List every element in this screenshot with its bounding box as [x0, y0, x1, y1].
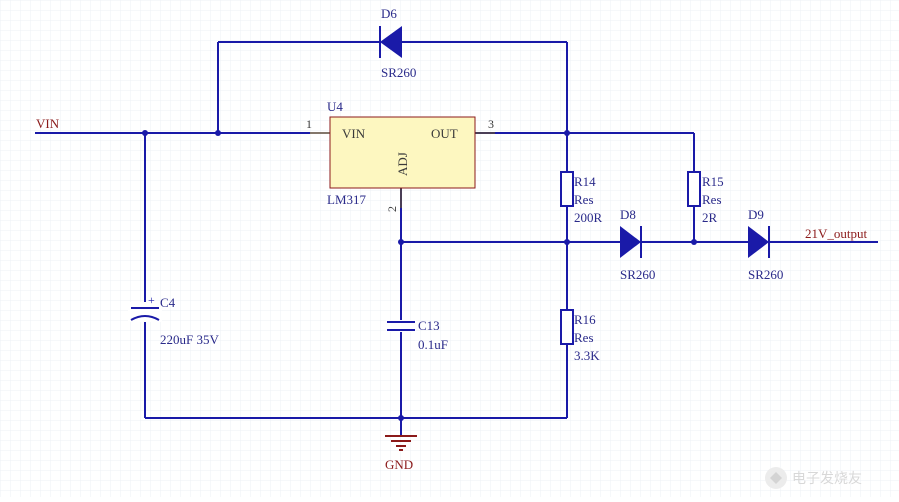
c13-capacitor[interactable]: C13 0.1uF — [386, 318, 448, 352]
c13-value: 0.1uF — [418, 337, 448, 352]
d9-part: SR260 — [748, 267, 783, 282]
junction-dot — [215, 130, 221, 136]
r15-body — [687, 171, 701, 207]
r16-resistor[interactable]: R16 Res 3.3K — [560, 309, 600, 363]
junction-dot — [691, 239, 697, 245]
junction-dot — [398, 415, 404, 421]
r16-body — [560, 309, 574, 345]
c4-capacitor[interactable]: + C4 220uF 35V — [128, 293, 219, 347]
watermark: 电子发烧友 — [765, 467, 862, 489]
u4-ref: U4 — [327, 99, 343, 114]
d9-ref: D9 — [748, 207, 764, 222]
r14-type: Res — [574, 192, 594, 207]
r15-type: Res — [702, 192, 722, 207]
junction-dot — [564, 239, 570, 245]
u4-vin-label: VIN — [342, 126, 366, 141]
d8-part: SR260 — [620, 267, 655, 282]
u4-part: LM317 — [327, 192, 367, 207]
junction-dot — [398, 239, 404, 245]
c4-ref: C4 — [160, 295, 176, 310]
d8-ref: D8 — [620, 207, 636, 222]
r15-value: 2R — [702, 210, 718, 225]
r14-resistor[interactable]: R14 Res 200R — [560, 171, 603, 225]
r14-value: 200R — [574, 210, 603, 225]
r14-ref: R14 — [574, 174, 596, 189]
d6-part: SR260 — [381, 65, 416, 80]
gnd-symbol[interactable]: GND — [385, 435, 417, 472]
watermark-logo-mark — [770, 472, 782, 484]
u4-body — [329, 116, 476, 189]
u4-pin3-number: 3 — [488, 117, 494, 131]
u4-out-label: OUT — [431, 126, 458, 141]
c4-plate-negative — [130, 315, 160, 321]
d6-triangle — [380, 26, 402, 58]
d8-diode[interactable]: D8 SR260 — [620, 207, 655, 282]
r16-type: Res — [574, 330, 594, 345]
r16-ref: R16 — [574, 312, 596, 327]
net-label-output[interactable]: 21V_output — [805, 226, 868, 241]
u4-regulator[interactable]: U4 LM317 VIN OUT ADJ 1 3 2 — [306, 99, 495, 212]
c13-ref: C13 — [418, 318, 440, 333]
u4-pin2-number: 2 — [385, 206, 399, 212]
d6-ref: D6 — [381, 6, 397, 21]
net-label-vin[interactable]: VIN — [36, 116, 60, 131]
junctions — [142, 130, 697, 421]
wires — [35, 41, 878, 436]
r15-resistor[interactable]: R15 Res 2R — [687, 171, 724, 225]
c4-polarity-mark: + — [148, 293, 155, 307]
junction-dot — [564, 130, 570, 136]
u4-pin1-number: 1 — [306, 117, 312, 131]
d9-triangle — [748, 226, 769, 258]
watermark-text: 电子发烧友 — [792, 471, 862, 487]
d6-diode[interactable]: D6 SR260 — [379, 6, 416, 80]
r14-body — [560, 171, 574, 207]
r16-value: 3.3K — [574, 348, 600, 363]
gnd-label: GND — [385, 457, 413, 472]
d9-diode[interactable]: D9 SR260 — [748, 207, 783, 282]
c4-value: 220uF 35V — [160, 332, 219, 347]
junction-dot — [142, 130, 148, 136]
u4-adj-label: ADJ — [395, 152, 410, 176]
d8-triangle — [620, 226, 641, 258]
r15-ref: R15 — [702, 174, 724, 189]
